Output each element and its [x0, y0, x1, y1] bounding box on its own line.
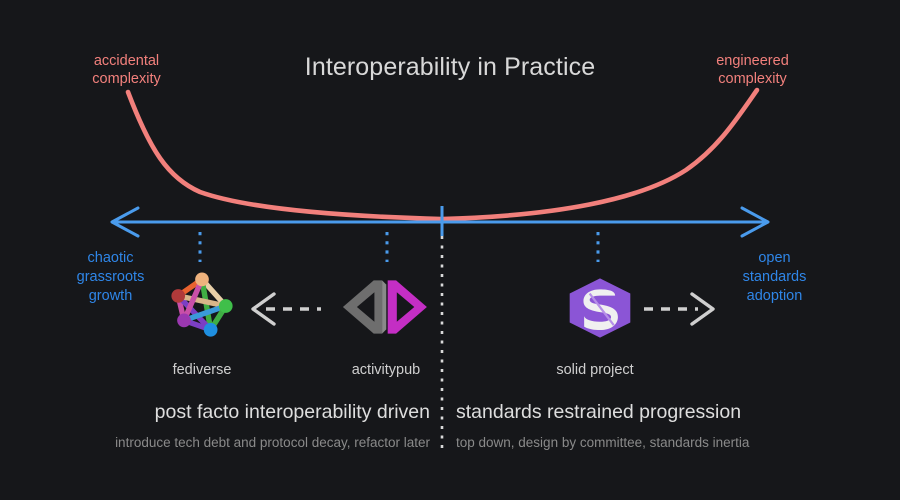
axis-left-label-line2: grassroots — [76, 269, 145, 285]
axis-right-label-line2: standards — [742, 269, 807, 285]
axis-arrowhead-left — [110, 206, 140, 238]
engineered-complexity-label: engineered complexity — [690, 52, 815, 88]
activitypub-logo — [341, 279, 433, 335]
axis-left-label-line3: growth — [88, 288, 133, 304]
right-summary-subtext: top down, design by committee, standards… — [456, 435, 750, 450]
accidental-complexity-line2: complexity — [92, 71, 161, 87]
axis-left-label: chaotic grassroots growth — [48, 249, 173, 306]
page-title: Interoperability in Practice — [304, 53, 596, 81]
dashed-arrow-left-head — [251, 292, 276, 326]
solid-project-caption: solid project — [556, 362, 634, 378]
axis-arrowhead-right — [740, 206, 770, 238]
accidental-complexity-line1: accidental — [93, 53, 160, 69]
dashed-arrow-right-head — [690, 292, 715, 326]
fediverse-logo — [166, 266, 238, 346]
activitypub-caption: activitypub — [351, 362, 421, 378]
axis-right-label-line3: adoption — [746, 288, 803, 304]
axis-right-label-line1: open — [758, 250, 791, 266]
solid-project-logo — [565, 277, 635, 339]
axis-right-label: open standards adoption — [712, 249, 837, 306]
engineered-complexity-line1: engineered — [716, 53, 789, 69]
fediverse-network-icon — [171, 272, 233, 337]
axis-left-label-line1: chaotic — [87, 250, 134, 266]
activitypub-arrows-icon — [342, 280, 427, 334]
accidental-complexity-label: accidental complexity — [64, 52, 189, 88]
left-summary-subtext: introduce tech debt and protocol decay, … — [115, 435, 430, 450]
engineered-complexity-line2: complexity — [718, 71, 787, 87]
left-summary-heading: post facto interoperability driven — [154, 401, 430, 423]
solid-hexagon-s-icon — [569, 278, 631, 338]
right-summary-heading: standards restrained progression — [456, 401, 742, 423]
fediverse-caption: fediverse — [172, 362, 232, 378]
